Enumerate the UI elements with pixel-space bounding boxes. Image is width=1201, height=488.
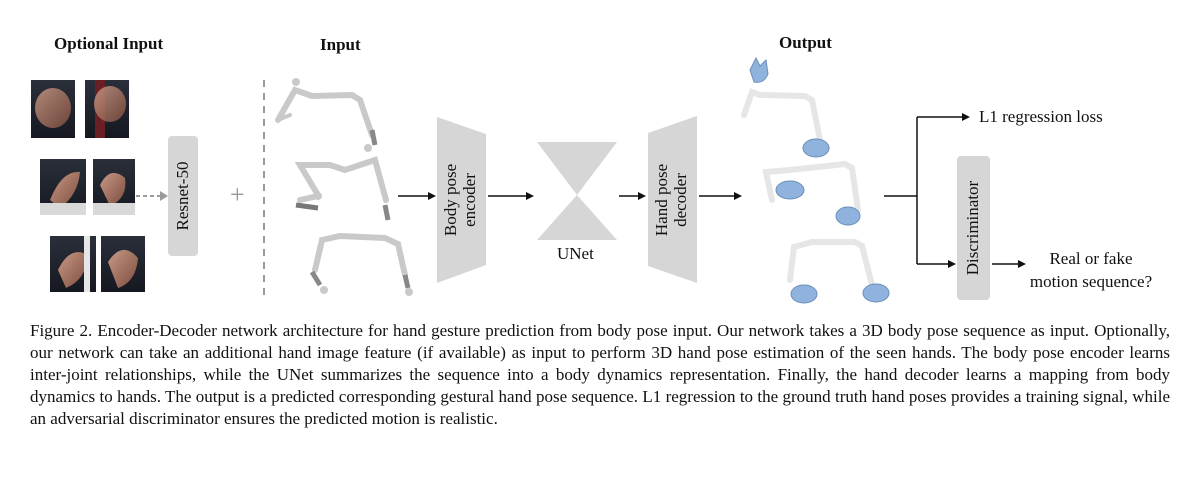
encoder-label: Body pose encoder [441, 150, 481, 250]
unet-block [537, 142, 617, 240]
l1-loss-label: L1 regression loss [979, 107, 1103, 126]
real-fake-label: Real or fake motion sequence? [1016, 247, 1166, 293]
hand-image-thumbnail [101, 236, 145, 292]
hand-image-thumbnail [31, 80, 75, 138]
discriminator-label: Discriminator [963, 180, 982, 276]
hand-image-thumbnail [93, 159, 135, 215]
body-skeleton [312, 232, 408, 278]
unet-label: UNet [557, 244, 594, 263]
real-fake-line1: Real or fake [1049, 249, 1133, 268]
arrowhead-icon [734, 192, 742, 200]
caption-text: Encoder-Decoder network architecture for… [30, 321, 1171, 428]
decoder-label-line1: Hand pose [652, 163, 671, 237]
decoder-label-line2: decoder [671, 173, 690, 227]
encoder-label-line2: encoder [460, 173, 479, 227]
arrowhead-icon [948, 260, 956, 268]
arrowhead-icon [526, 192, 534, 200]
hand-pose-decoder-block [648, 116, 697, 283]
output-skeleton [741, 88, 875, 288]
input-header: Input [320, 35, 361, 54]
arrowhead-icon [160, 191, 168, 201]
discriminator-block [957, 156, 990, 300]
body-pose-encoder-block [437, 117, 486, 283]
arrowhead-icon [638, 192, 646, 200]
resnet-label: Resnet-50 [173, 161, 192, 231]
architecture-figure: Optional Input Input Output [31, 33, 1166, 304]
figure-caption: Figure 2. Encoder-Decoder network archit… [30, 320, 1170, 430]
body-skeleton [275, 86, 375, 138]
hand-image-thumbnail [40, 159, 86, 215]
output-header: Output [779, 33, 832, 52]
hand-image-thumbnail [85, 80, 129, 138]
real-fake-line2: motion sequence? [1029, 272, 1153, 291]
arrowhead-icon [962, 113, 970, 121]
plus-icon: + [230, 180, 245, 209]
encoder-label-line1: Body pose [441, 163, 460, 237]
figure-label: Figure 2. [30, 321, 93, 340]
optional-input-header: Optional Input [54, 34, 164, 53]
hand-mesh-icon [749, 56, 890, 304]
body-skeleton [294, 156, 389, 203]
resnet-block [168, 136, 198, 256]
hand-image-thumbnail [50, 236, 96, 292]
decoder-label: Hand pose decoder [652, 150, 692, 250]
arrowhead-icon [1018, 260, 1026, 268]
arrowhead-icon [428, 192, 436, 200]
figure-graphics [31, 56, 1026, 304]
